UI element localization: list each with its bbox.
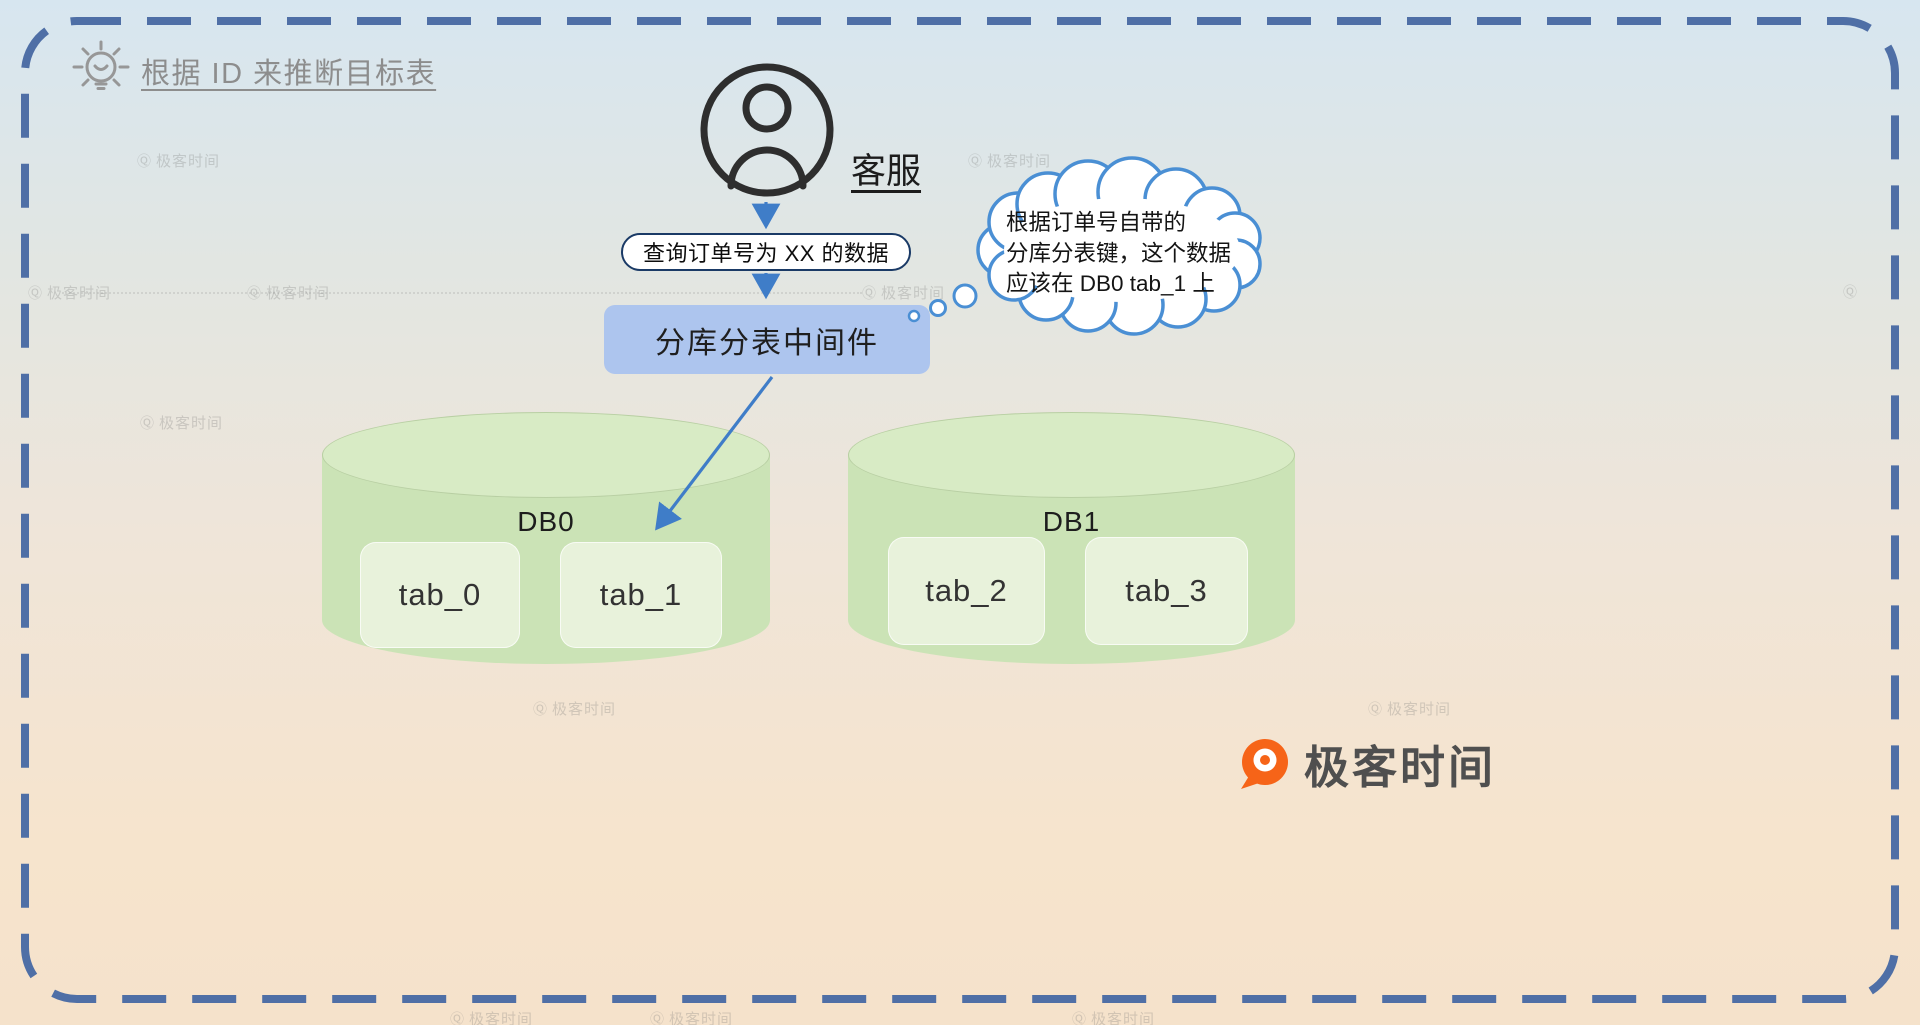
watermark-logo-icon: Ⓠ (1072, 1011, 1087, 1025)
query-pill: 查询订单号为 XX 的数据 (621, 233, 911, 271)
cylinder-top (322, 412, 770, 498)
watermark-logo-icon: Ⓠ (28, 285, 43, 301)
watermark-text: 极客时间 (552, 701, 617, 718)
brand-name: 极客时间 (1304, 742, 1497, 793)
watermark-logo-icon: Ⓠ (1843, 284, 1858, 300)
thought-line-3: 应该在 DB0 tab_1 上 (1006, 271, 1215, 296)
table-box-tab2: tab_2 (888, 537, 1045, 645)
table-label: tab_1 (599, 577, 683, 612)
geektime-logo-icon (1241, 738, 1288, 789)
watermark-text: 极客时间 (469, 1011, 534, 1025)
watermark: Ⓠ 极客时间 (650, 1008, 733, 1025)
watermark-text: 极客时间 (159, 415, 224, 432)
watermark-text: 极客时间 (1091, 1011, 1156, 1025)
watermark: Ⓠ (1843, 282, 1862, 302)
watermark-logo-icon: Ⓠ (450, 1011, 465, 1025)
watermark-logo-icon: Ⓠ (137, 153, 152, 169)
actor-label: 客服 (851, 152, 922, 191)
thought-line-1: 根据订单号自带的 (1006, 210, 1187, 235)
watermark-logo-icon: Ⓠ (862, 285, 877, 301)
db-name: DB1 (1042, 506, 1101, 537)
table-box-tab0: tab_0 (360, 542, 520, 648)
database-cylinder-db1: DB1 tab_2 tab_3 (848, 412, 1295, 664)
watermark-text: 极客时间 (1387, 701, 1452, 718)
watermark-text: 极客时间 (987, 153, 1052, 170)
table-label: tab_3 (1125, 573, 1208, 608)
thought-bubble-text: 根据订单号自带的 分库分表键，这个数据 应该在 DB0 tab_1 上 (1006, 208, 1251, 300)
watermark-text: 极客时间 (669, 1011, 734, 1025)
watermark-logo-icon: Ⓠ (533, 701, 548, 717)
table-label: tab_2 (925, 573, 1008, 608)
thought-trail-circle-large (952, 283, 978, 309)
watermark-text: 极客时间 (881, 285, 946, 302)
brand-logo: 极客时间 (1238, 731, 1496, 796)
table-box-tab1: tab_1 (560, 542, 722, 648)
watermark-logo-icon: Ⓠ (968, 153, 983, 169)
watermark: Ⓠ 极客时间 (1072, 1008, 1155, 1025)
watermark-dotted-line (62, 292, 862, 294)
watermark-logo-icon: Ⓠ (140, 415, 155, 431)
table-box-tab3: tab_3 (1085, 537, 1248, 645)
page-title: 根据 ID 来推断目标表 (141, 58, 437, 90)
cylinder-top (848, 412, 1295, 498)
watermark-logo-icon: Ⓠ (1368, 701, 1383, 717)
table-label: tab_0 (398, 577, 482, 612)
database-cylinder-db0: DB0 tab_0 tab_1 (322, 412, 770, 664)
watermark-text: 极客时间 (156, 153, 221, 170)
thought-line-2: 分库分表键，这个数据 (1006, 240, 1232, 266)
watermark-logo-icon: Ⓠ (650, 1011, 665, 1025)
watermark: Ⓠ 极客时间 (450, 1008, 533, 1025)
middleware-box: 分库分表中间件 (604, 305, 930, 374)
customer-service-person-icon (700, 63, 834, 197)
db-name: DB0 (517, 506, 575, 537)
idea-bulb-icon (72, 40, 130, 90)
